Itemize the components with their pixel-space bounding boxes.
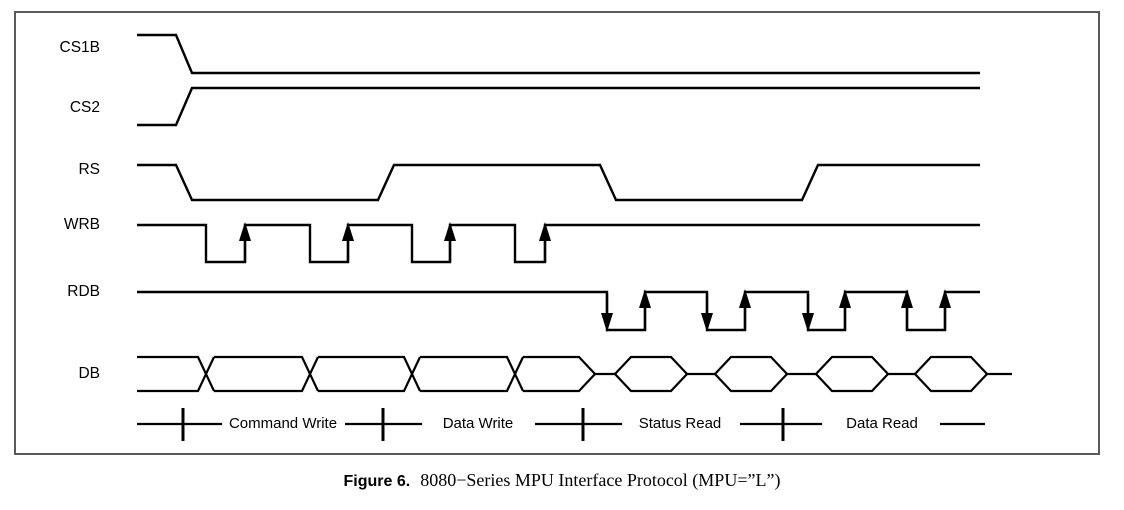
arrow-up-head (939, 289, 951, 308)
figure-frame (14, 11, 1100, 455)
db-cell-write-2 (214, 355, 319, 393)
waveform-rs (137, 163, 980, 202)
wrb-trace (137, 223, 980, 264)
waveform-db (137, 355, 1012, 393)
arrow-up-head (901, 289, 913, 308)
rdb-edge-arrow-2-down (701, 294, 713, 332)
rdb-edge-arrow-3-up (839, 289, 851, 330)
waveform-rdb (137, 289, 980, 332)
rdb-edge-arrow-4-up-b (939, 289, 951, 330)
rs-trace (137, 163, 980, 202)
db-cell-write-1 (137, 355, 215, 393)
rdb-edge-arrow-4-up-a (901, 289, 913, 330)
figure-caption-text: 8080−Series MPU Interface Protocol (MPU=… (420, 470, 781, 490)
arrow-up-head (639, 289, 651, 308)
arrow-up-head (444, 222, 456, 241)
signal-label-cs2: CS2 (70, 99, 100, 116)
db-cell-write-3 (318, 355, 421, 393)
waveform-cs1b (137, 33, 980, 75)
arrow-down-head (802, 313, 814, 332)
phase-annotation-row: Command Write Data Write Status Read Dat… (137, 408, 985, 441)
figure-caption: Figure 6. 8080−Series MPU Interface Proto… (0, 470, 1124, 491)
figure-caption-number: Figure 6. (343, 473, 411, 490)
arrow-up-head (342, 222, 354, 241)
signal-label-cs1b: CS1B (60, 39, 101, 56)
wrb-edge-arrow-2 (342, 222, 354, 262)
db-cell-read-4 (913, 355, 989, 393)
arrow-down-head (701, 313, 713, 332)
wrb-edge-arrow-4 (539, 222, 551, 262)
waveform-cs2 (137, 86, 980, 127)
rdb-edge-arrow-3-down (802, 294, 814, 332)
arrow-up-head (739, 289, 751, 308)
cs2-trace (137, 86, 980, 127)
db-cell-write-4 (420, 355, 524, 393)
signal-label-rdb: RDB (67, 283, 100, 300)
phase-label-command-write: Command Write (229, 415, 337, 432)
arrow-up-head (839, 289, 851, 308)
phase-label-data-read: Data Read (846, 415, 918, 432)
wrb-edge-arrow-1 (239, 222, 251, 262)
arrow-up-head (239, 222, 251, 241)
rdb-edge-arrow-1-down (601, 294, 613, 332)
phase-label-status-read: Status Read (639, 415, 722, 432)
cs1b-trace (137, 33, 980, 75)
wrb-edge-arrow-3 (444, 222, 456, 262)
timing-diagram-svg: CS1B CS2 RS WRB RDB DB (60, 33, 1012, 441)
db-cell-read-3 (814, 355, 890, 393)
phase-label-data-write: Data Write (443, 415, 514, 432)
arrow-up-head (539, 222, 551, 241)
db-cell-read-1 (613, 355, 689, 393)
signal-label-db: DB (78, 365, 100, 382)
signal-label-wrb: WRB (64, 216, 100, 233)
rdb-edge-arrow-2-up (739, 289, 751, 330)
db-cell-read-2 (713, 355, 789, 393)
arrow-down-head (601, 313, 613, 332)
db-cell-write-5 (523, 355, 596, 393)
rdb-edge-arrow-1-up (639, 289, 651, 330)
rdb-trace (137, 290, 980, 332)
signal-labels: CS1B CS2 RS WRB RDB DB (60, 39, 101, 382)
signal-label-rs: RS (78, 161, 100, 178)
waveform-wrb (137, 222, 980, 264)
